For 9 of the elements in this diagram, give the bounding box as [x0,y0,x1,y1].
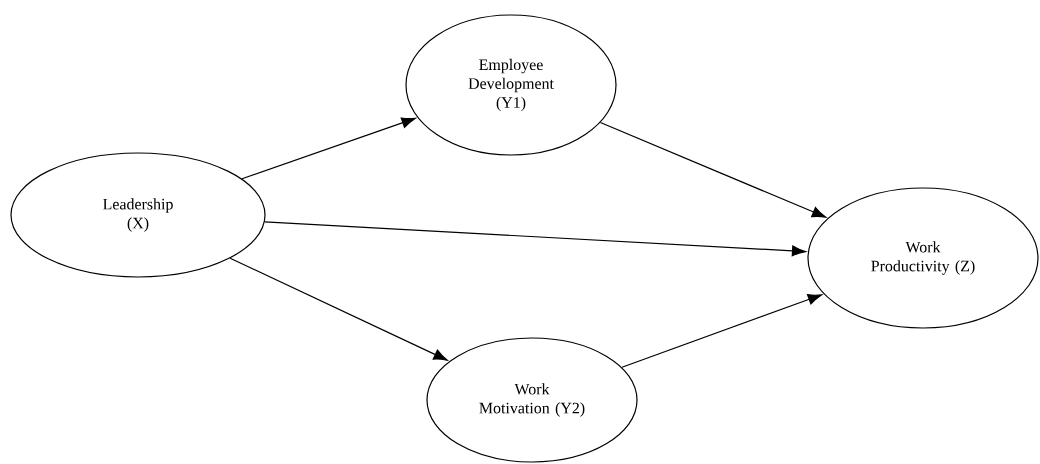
arrow [621,294,822,368]
arrow [229,257,448,361]
ellipse-node: Leadership (X) [10,152,266,278]
ellipse-node: Employee Development (Y1) [405,14,617,156]
arrow [599,121,827,218]
ellipse-node: Work Motivation (Y2) [426,337,638,463]
arrow [264,221,806,257]
arrow [241,117,416,180]
ellipse-node: Work Productivity (Z) [807,187,1039,329]
